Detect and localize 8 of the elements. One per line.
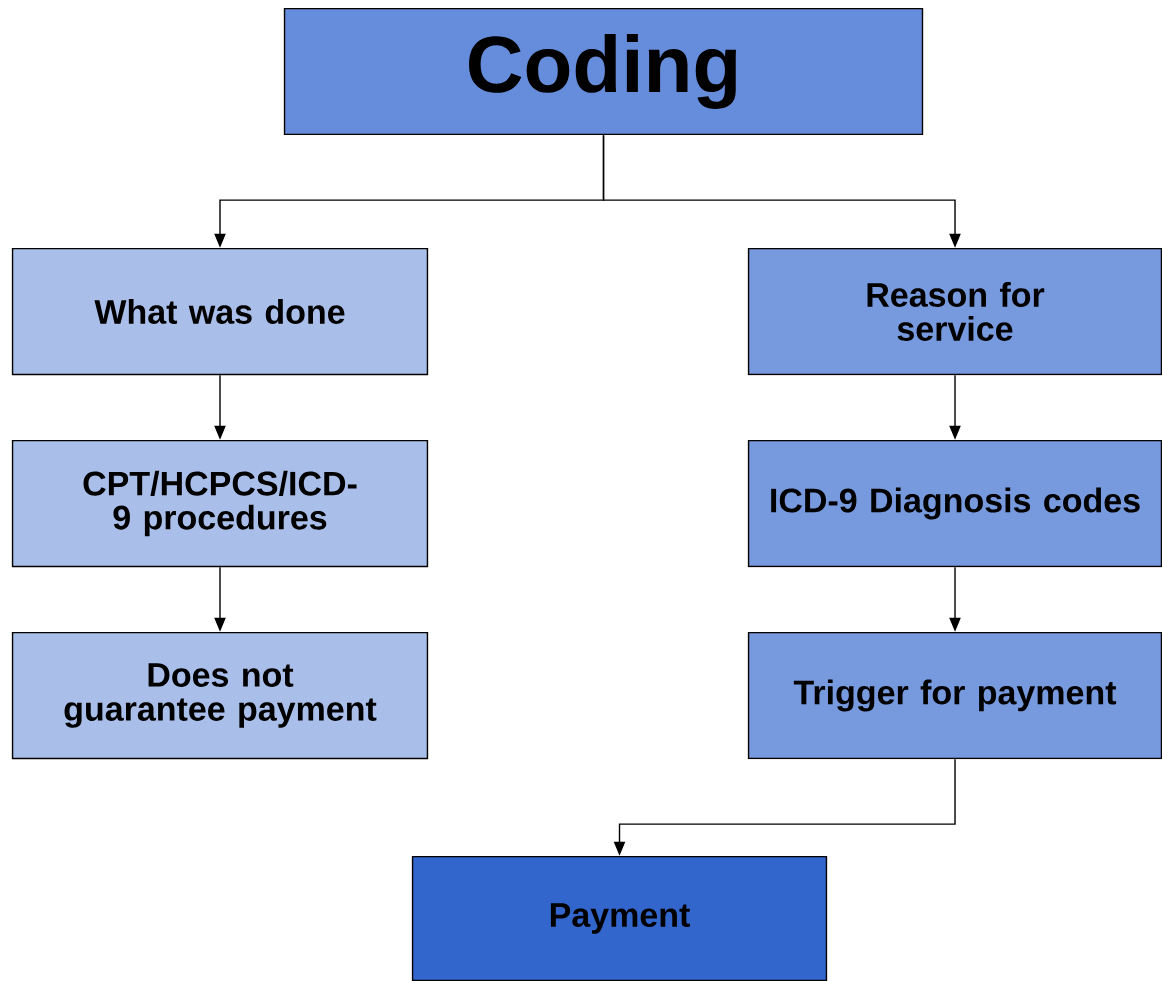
process-box: CPT/HCPCS/ICD-9 procedures bbox=[11, 439, 429, 568]
process-box: ICD-9 Diagnosis codes bbox=[747, 439, 1162, 568]
process-box: What was done bbox=[11, 247, 429, 376]
process-box: Trigger for payment bbox=[747, 631, 1162, 760]
process-box: Does not guarantee payment bbox=[11, 631, 429, 760]
title-box: Coding bbox=[283, 7, 924, 136]
process-box: Reason for service bbox=[747, 247, 1162, 376]
result-box: Payment bbox=[411, 855, 828, 981]
